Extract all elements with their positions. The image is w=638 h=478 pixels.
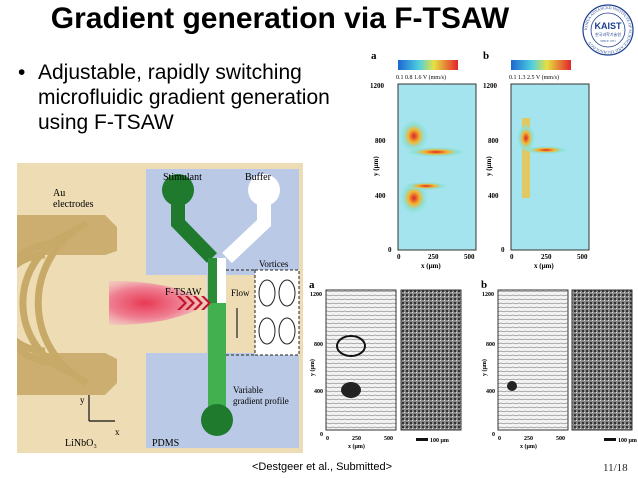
- axis-y-label: y: [80, 395, 85, 405]
- ftsaw-label: F-TSAW: [165, 287, 202, 298]
- exp-b-ytick-400: 400: [486, 389, 495, 395]
- au-label: Au: [53, 188, 65, 199]
- exp-a-xtick-250: 250: [352, 436, 361, 442]
- outlet: [201, 404, 233, 436]
- exp-scalebar-a-label: 100 μm: [430, 438, 449, 444]
- main-channel-lower: [208, 303, 226, 423]
- stimulant-label: Stimulant: [163, 172, 202, 183]
- exp-photo-b: [571, 289, 633, 431]
- exp-a-ytick-0: 0: [320, 432, 323, 438]
- exp-a-ytick-800: 800: [314, 342, 323, 348]
- exp-b-ytick-1200: 1200: [482, 292, 494, 298]
- sim-a-ytick-0: 0: [388, 246, 392, 254]
- ftsaw-chevrons: [177, 296, 211, 310]
- sim-b-ytick-1200: 1200: [483, 82, 498, 90]
- exp-b-xtick-250: 250: [524, 436, 533, 442]
- sim-a-xlabel: x (μm): [421, 262, 441, 270]
- exp-b-xtick-0: 0: [498, 436, 501, 442]
- exp-b-xlabel: x (μm): [520, 443, 537, 450]
- exp-scalebar-b-label: 100 μm: [618, 438, 637, 444]
- exp-a-xtick-500: 500: [384, 436, 393, 442]
- electrode-pad-bottom: [17, 353, 117, 395]
- page-number: 11/18: [603, 462, 628, 474]
- pdms-label: PDMS: [152, 438, 179, 449]
- exp-panel-a-label: a: [309, 279, 315, 291]
- sim-colorbar-a: [398, 60, 458, 70]
- sim-b-ylabel: y (μm): [485, 156, 493, 176]
- citation: <Destgeer et al., Submitted>: [252, 461, 393, 473]
- sim-a-xtick-500: 500: [464, 253, 475, 261]
- exp-photo-a: [400, 289, 462, 431]
- axis-x-label: x: [115, 427, 120, 437]
- sim-b-xtick-250: 250: [541, 253, 552, 261]
- exp-panel-b-label: b: [481, 279, 487, 291]
- simulation-panels: a b 0.1 0.8 1.6 V (mm/s) 0.1 1.3 2.5 V (…: [370, 50, 590, 270]
- exp-a-xlabel: x (μm): [348, 443, 365, 450]
- bullet-dot: •: [18, 61, 26, 84]
- buffer-label: Buffer: [245, 172, 272, 183]
- logo-year: SINCE 1971: [600, 39, 616, 43]
- substrate-label: LiNbO₃: [65, 438, 97, 449]
- exp-a-ylabel: y (μm): [309, 359, 316, 376]
- exp-a-xtick-0: 0: [326, 436, 329, 442]
- exp-plot-b-streamlines: [497, 289, 569, 431]
- kaist-logo: KOREA ADVANCED INSTITUTE OF SCIENCE AND …: [582, 4, 634, 56]
- sim-scale-a: 0.1 0.8 1.6 V (mm/s): [396, 74, 446, 81]
- scalebar-a: [416, 438, 428, 441]
- exp-b-ylabel: y (μm): [481, 359, 488, 376]
- logo-text: KAIST: [595, 21, 623, 31]
- exp-a-ytick-400: 400: [314, 389, 323, 395]
- sim-colorbar-b: [511, 60, 571, 70]
- sim-b-xtick-500: 500: [577, 253, 588, 261]
- exp-b-xtick-500: 500: [556, 436, 565, 442]
- exp-b-ytick-0: 0: [492, 432, 495, 438]
- vortices-label: Vortices: [259, 259, 289, 269]
- sim-a-ytick-1200: 1200: [370, 82, 385, 90]
- sim-b-ytick-800: 800: [488, 137, 499, 145]
- stimulant-channel: [171, 190, 218, 263]
- flow-label: Flow: [231, 288, 250, 298]
- sim-a-ytick-400: 400: [375, 192, 386, 200]
- sim-a-ylabel: y (μm): [372, 156, 380, 176]
- slide-title: Gradient generation via F-TSAW: [50, 2, 510, 35]
- sim-b-ytick-0: 0: [501, 246, 505, 254]
- electrode-pad-top: [17, 215, 117, 255]
- sim-plot-a: [397, 83, 477, 251]
- exp-a-ytick-1200: 1200: [310, 292, 322, 298]
- device-schematic: Stimulant Buffer Au electrodes Vortices …: [17, 163, 303, 453]
- exp-b-ytick-800: 800: [486, 342, 495, 348]
- sim-a-xtick-0: 0: [397, 253, 401, 261]
- bullet-point: • Adjustable, rapidly switching microflu…: [18, 60, 358, 135]
- bullet-text: Adjustable, rapidly switching microfluid…: [38, 61, 330, 134]
- sim-scale-b: 0.1 1.3 2.5 V (mm/s): [509, 74, 559, 81]
- sim-b-xlabel: x (μm): [534, 262, 554, 270]
- sim-a-xtick-250: 250: [428, 253, 439, 261]
- exp-plot-a-streamlines: [325, 289, 397, 431]
- sim-panel-b-label: b: [483, 50, 489, 62]
- experiment-panels: a b 100 μm 100 μm 1200 800 400 0 1200 80…: [309, 279, 637, 450]
- gradient-profile-label: gradient profile: [233, 396, 289, 406]
- buffer-channel: [222, 190, 271, 264]
- saw-beam: [109, 281, 212, 325]
- scalebar-b: [604, 438, 616, 441]
- sim-panel-a-label: a: [371, 50, 377, 62]
- sim-b-xtick-0: 0: [510, 253, 514, 261]
- sim-a-ytick-800: 800: [375, 137, 386, 145]
- variable-label: Variable: [233, 385, 263, 395]
- electrodes-label: electrodes: [53, 199, 94, 210]
- sim-b-ytick-400: 400: [488, 192, 499, 200]
- logo-korean: 한국과학기술원: [595, 31, 621, 37]
